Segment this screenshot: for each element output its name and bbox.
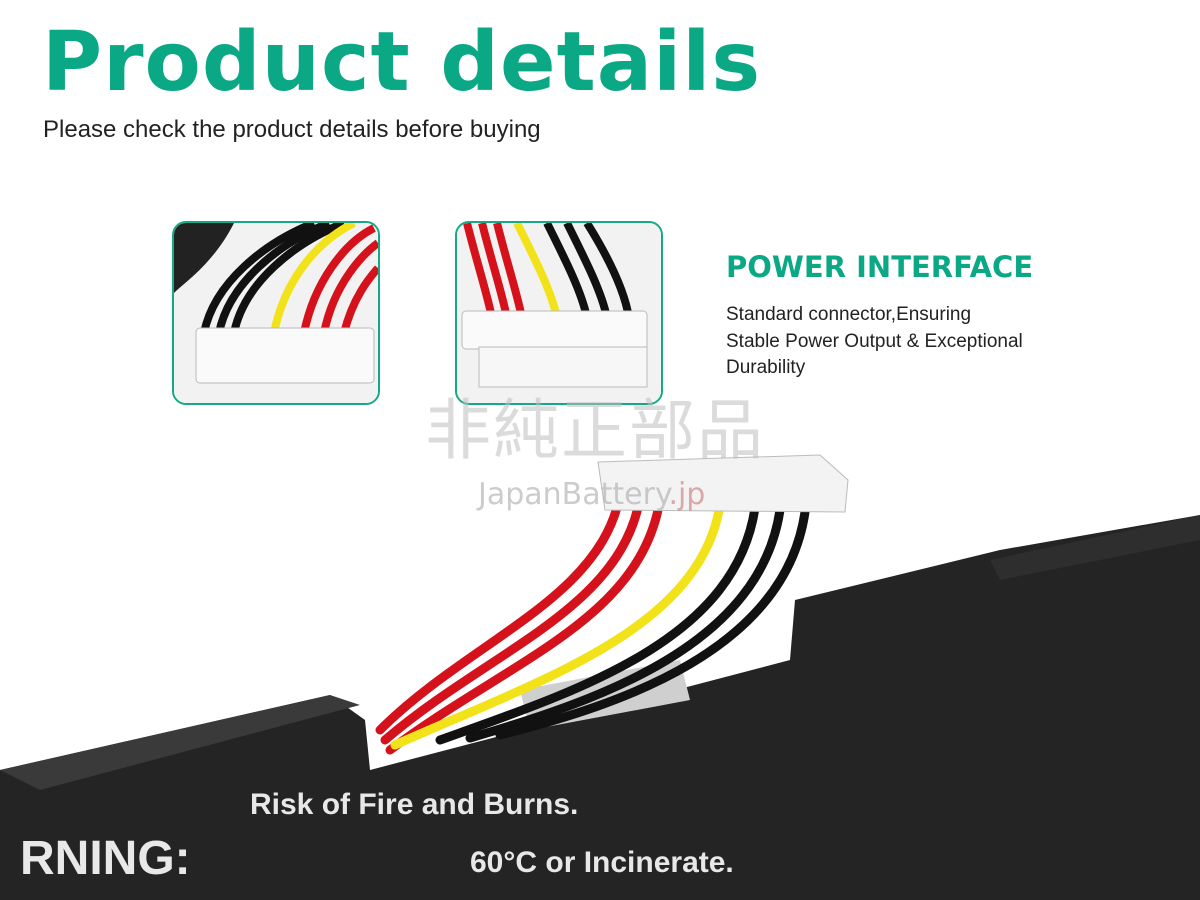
warning-line-2: 60°C or Incinerate.	[470, 846, 734, 879]
page-subtitle: Please check the product details before …	[43, 116, 541, 143]
feature-description: Standard connector,Ensuring Stable Power…	[726, 304, 1023, 378]
battery-top-edge	[0, 695, 360, 790]
page-title: Product details	[42, 15, 762, 110]
connector-side-image	[457, 223, 661, 403]
watermark-site-main: JapanBattery	[478, 477, 669, 512]
battery-notch	[990, 515, 1200, 580]
connector-closeup-side	[455, 221, 663, 405]
watermark-site: JapanBattery.jp	[478, 478, 705, 512]
watermark-site-suffix: .jp	[668, 477, 706, 512]
warning-line-1: Risk of Fire and Burns.	[250, 788, 579, 821]
connector-closeup-front	[172, 221, 380, 405]
connector-front-image	[174, 223, 378, 403]
cable-bundle	[375, 490, 810, 755]
connector-plug	[597, 454, 849, 513]
warning-prefix: RNING:	[20, 832, 191, 885]
feature-title: POWER INTERFACE	[726, 250, 1034, 284]
watermark-non-genuine: 非純正部品	[425, 392, 765, 469]
battery-body	[0, 515, 1200, 900]
